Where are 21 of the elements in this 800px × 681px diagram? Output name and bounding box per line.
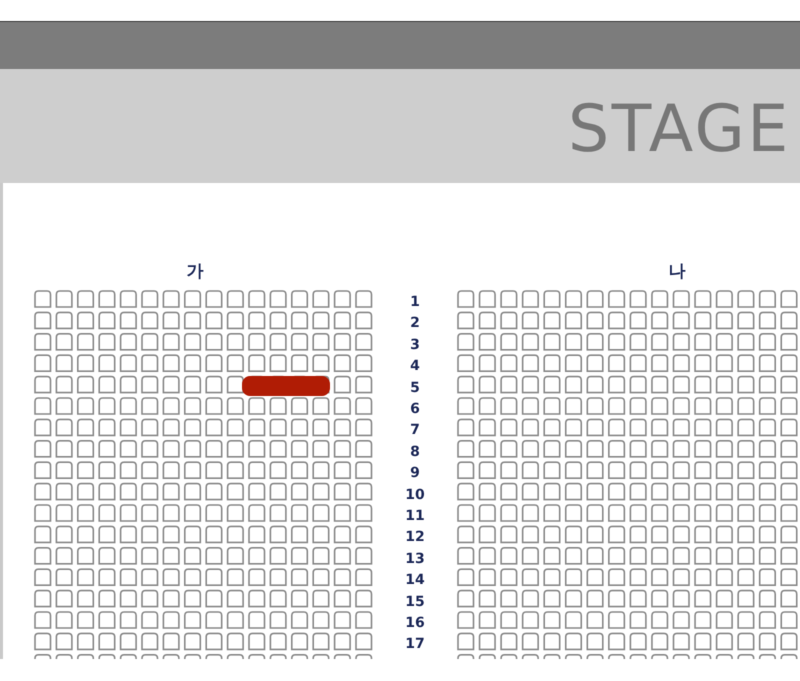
- row-number: 4: [410, 359, 420, 374]
- row-number: 3: [410, 338, 420, 352]
- row-number: 16: [405, 616, 425, 630]
- row-number: 17: [405, 637, 425, 652]
- row-number: 7: [410, 423, 420, 438]
- row-number: 1: [410, 295, 420, 309]
- row-number: 12: [405, 530, 425, 544]
- stage-label: STAGE: [568, 97, 791, 162]
- row-number: 5: [410, 380, 420, 395]
- section-label: 나: [668, 264, 686, 280]
- row-number: 9: [410, 466, 420, 480]
- row-number: 14: [405, 573, 425, 588]
- section-label: 가: [186, 264, 204, 280]
- row-number: 6: [410, 402, 420, 416]
- row-number: 2: [410, 316, 420, 330]
- row-number: 15: [405, 594, 425, 609]
- row-number: 13: [405, 552, 425, 566]
- stage-band: [0, 69, 800, 183]
- row-number: 10: [405, 488, 425, 502]
- row-number: 11: [405, 509, 425, 523]
- row-number: 8: [410, 444, 420, 459]
